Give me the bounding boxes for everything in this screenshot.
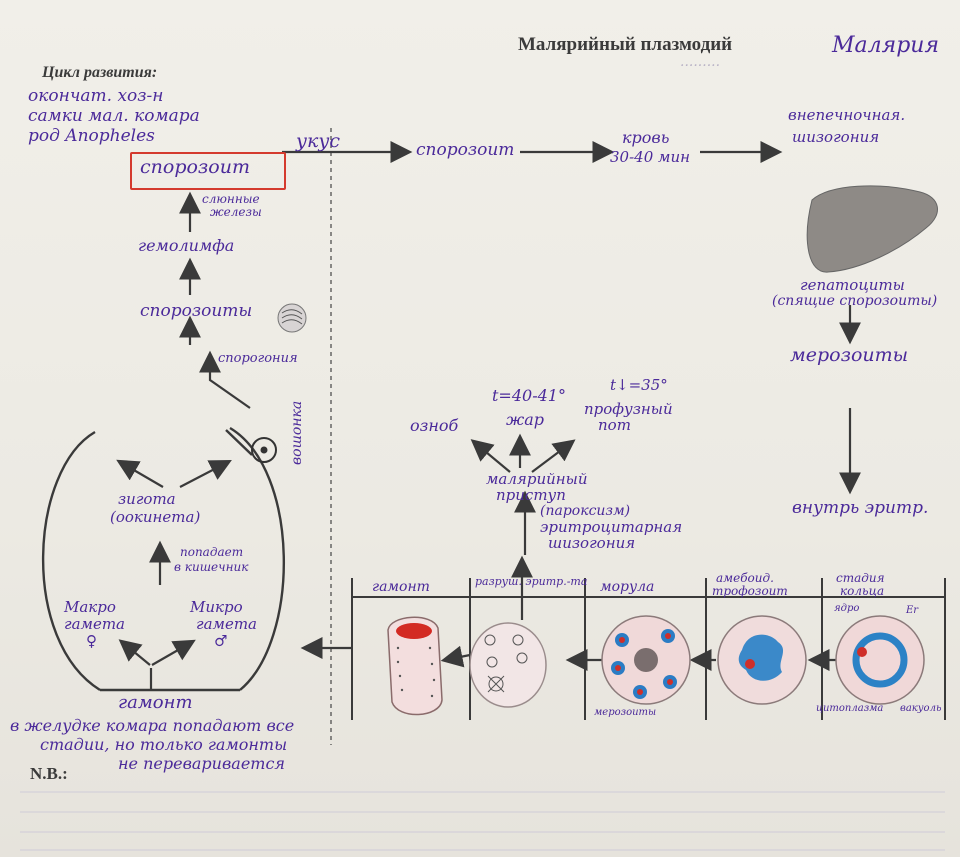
sporozoite-sketch-icon: [278, 304, 306, 332]
bleed-through-text: ·········: [680, 58, 720, 74]
hemolymph-label: гемолимфа: [138, 238, 234, 255]
blood-label: кровь: [622, 130, 669, 147]
vacuole-label: вакуоль: [900, 704, 941, 715]
blood-time-label: 30-40 мин: [610, 150, 690, 166]
high-temp-label: t=40-41°: [492, 388, 566, 405]
liver-icon: [807, 186, 937, 272]
erythrocytic-label-2: шизогония: [548, 536, 635, 552]
microgamete-label-1: Микро: [190, 600, 243, 616]
into-rbc-label: внутрь эритр.: [792, 500, 928, 518]
stage-morula: морула: [600, 580, 654, 595]
liver-stage-label-1: внепечночная.: [788, 108, 905, 124]
sleeping-sporozoites-label: (спящие спорозоиты): [772, 294, 937, 309]
macrogamete-label-2: гамета: [64, 617, 125, 633]
ring-stage-icon: [836, 616, 924, 704]
amoeboid-trophozoite-icon: [718, 616, 806, 704]
mosquito-cycle-oval: [43, 428, 284, 690]
gamont-cell-icon: [388, 617, 442, 714]
definitive-host-note-2: самки мал. комара: [28, 108, 200, 126]
attack-label-2: приступ: [496, 488, 566, 504]
female-symbol: ♀: [86, 634, 97, 650]
ruled-lines: [20, 792, 945, 850]
salivary-glands-2: железы: [210, 206, 262, 219]
stage-amoeboid-1: амебоид.: [716, 572, 774, 585]
morula-icon: [602, 616, 690, 704]
stage-ring-1: стадия: [836, 572, 885, 585]
fever-label: жар: [506, 412, 544, 429]
hepatocytes-label: гепатоциты: [800, 278, 905, 294]
definitive-host-note-1: окончат. хоз-н: [28, 88, 164, 106]
zygote-sub-label: (оокинета): [110, 510, 200, 526]
sporozoites-label: спорозоит: [140, 158, 250, 178]
oocyst-icon: [252, 438, 276, 462]
destroyed-erythrocyte-icon: [470, 623, 546, 707]
zygote-label: зигота: [118, 492, 176, 508]
bottom-note-1: в желудке комара попадают все: [10, 718, 294, 735]
bottom-note-3: не переваривается: [118, 756, 285, 773]
definitive-host-note-3: род Anopheles: [28, 128, 155, 146]
sporozoite-label: спорозоит: [416, 142, 514, 160]
penetration-label-1: попадает: [180, 546, 243, 559]
gamont-label: гамонт: [118, 694, 193, 713]
merozoites-label: мерозоиты: [790, 346, 908, 366]
chills-label: озноб: [410, 418, 458, 435]
sporogony-label: спорогония: [218, 352, 298, 366]
nb-label: N.B.:: [30, 764, 68, 784]
merozoites-small-label: мерозоиты: [594, 708, 656, 719]
page-title: Малярийный плазмодий: [518, 34, 732, 56]
stage-ring-2: кольца: [840, 585, 884, 598]
microgamete-label-2: гамета: [196, 617, 257, 633]
attack-label-3: (пароксизм): [540, 504, 630, 519]
macrogamete-label-1: Макро: [64, 600, 116, 616]
vertical-label: вошонка: [290, 401, 305, 465]
nucleus-label: ядро: [834, 604, 859, 615]
page-title-handwritten: Малярия: [832, 34, 939, 57]
bottom-note-2: стадии, но только гамонты: [40, 737, 287, 754]
liver-stage-label-2: шизогония: [792, 130, 879, 146]
cycle-label: Цикл развития:: [42, 64, 157, 82]
low-temp-label: t↓=35°: [610, 378, 668, 394]
bite-label: укус: [296, 132, 340, 152]
sporozoites-2-label: спорозоиты: [140, 303, 252, 321]
sweat-label-2: пот: [598, 418, 631, 434]
stage-rbc-destruction: разруш. эритр.-та: [475, 576, 587, 588]
cytoplasm-label: цитоплазма: [816, 704, 883, 715]
male-symbol: ♂: [214, 634, 227, 650]
penetration-label-2: в кишечник: [174, 561, 248, 574]
stage-gamont: гамонт: [372, 580, 430, 595]
salivary-glands-1: слюнные: [202, 193, 260, 206]
stage-amoeboid-2: трофозоит: [712, 585, 788, 598]
er-label: Er: [906, 606, 918, 617]
